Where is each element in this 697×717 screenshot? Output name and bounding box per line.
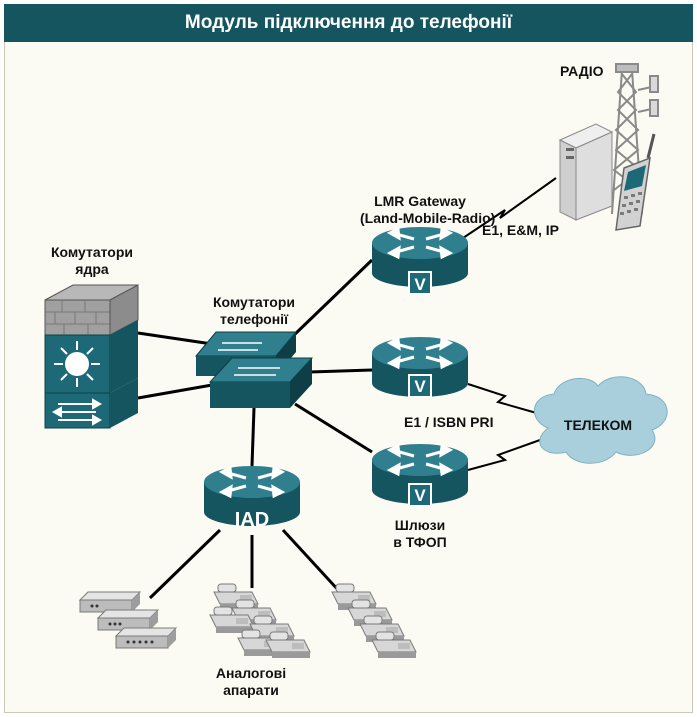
telecom-label: ТЕЛЕКОМ — [564, 417, 632, 433]
link-core-telswitch-2 — [137, 383, 213, 400]
analog-label-line-1: Аналогові — [215, 665, 287, 681]
gw1-voice-badge: V — [414, 377, 426, 396]
link-telswitch-gw2 — [294, 402, 373, 454]
link-telswitch-lmr — [291, 258, 374, 338]
lmr-label-line-1: LMR Gateway — [374, 193, 466, 209]
pstn-label-line-1: Шлюзи — [394, 517, 446, 533]
analog-label-line-2: апарати — [223, 682, 279, 698]
network-links — [137, 258, 374, 600]
lmr-voice-badge: V — [414, 275, 426, 294]
pstn-gateways-label: Шлюзи в ТФОП — [370, 517, 470, 551]
link-core-telswitch-1 — [137, 331, 213, 346]
link-iad-modems — [148, 528, 222, 600]
gw2-voice-badge: V — [414, 486, 426, 505]
link-iad-phones-b — [281, 528, 342, 594]
pstn-label-line-2: в ТФОП — [393, 534, 447, 550]
link-telswitch-gw1 — [309, 368, 373, 374]
iad-label: IAD — [235, 509, 269, 531]
pri-link-label: E1 / ISBN PRI — [404, 414, 494, 430]
serial-gw1-telecom — [467, 383, 541, 415]
lmr-link-label: E1, E&M, IP — [482, 222, 560, 238]
serial-lmr-radio — [459, 177, 557, 241]
serial-links — [459, 177, 557, 471]
analog-modems-icon — [79, 591, 177, 649]
analog-phones-group-b-icon — [331, 583, 417, 659]
lmr-label-line-2: (Land-Mobile-Radio) — [360, 210, 496, 226]
analog-devices-label: Аналогові апарати — [196, 665, 306, 699]
tel-switch-label-line-2: телефонії — [219, 311, 289, 327]
core-switches-label: Комутатори ядра — [40, 244, 144, 278]
link-telswitch-iad — [250, 407, 256, 467]
radio-base-station-icon — [558, 123, 614, 221]
telephony-switches-label: Комутатори телефонії — [202, 294, 306, 328]
core-label-line-2: ядра — [75, 261, 109, 277]
analog-phones-group-a-icon — [209, 583, 311, 659]
radio-label: РАДІО — [560, 63, 604, 79]
lmr-gateway-label: LMR Gateway (Land-Mobile-Radio) — [360, 193, 496, 227]
telecom-cloud-icon — [533, 376, 668, 464]
serial-gw2-telecom — [467, 439, 541, 471]
core-switch-stack-icon — [44, 284, 139, 429]
tel-switch-label-line-1: Комутатори — [212, 294, 296, 310]
handheld-radio-icon — [615, 133, 656, 231]
diagram-title: Модуль підключення до телефонії — [4, 4, 693, 42]
telephony-switches-icon — [194, 331, 314, 408]
core-label-line-1: Комутатори — [50, 244, 134, 260]
